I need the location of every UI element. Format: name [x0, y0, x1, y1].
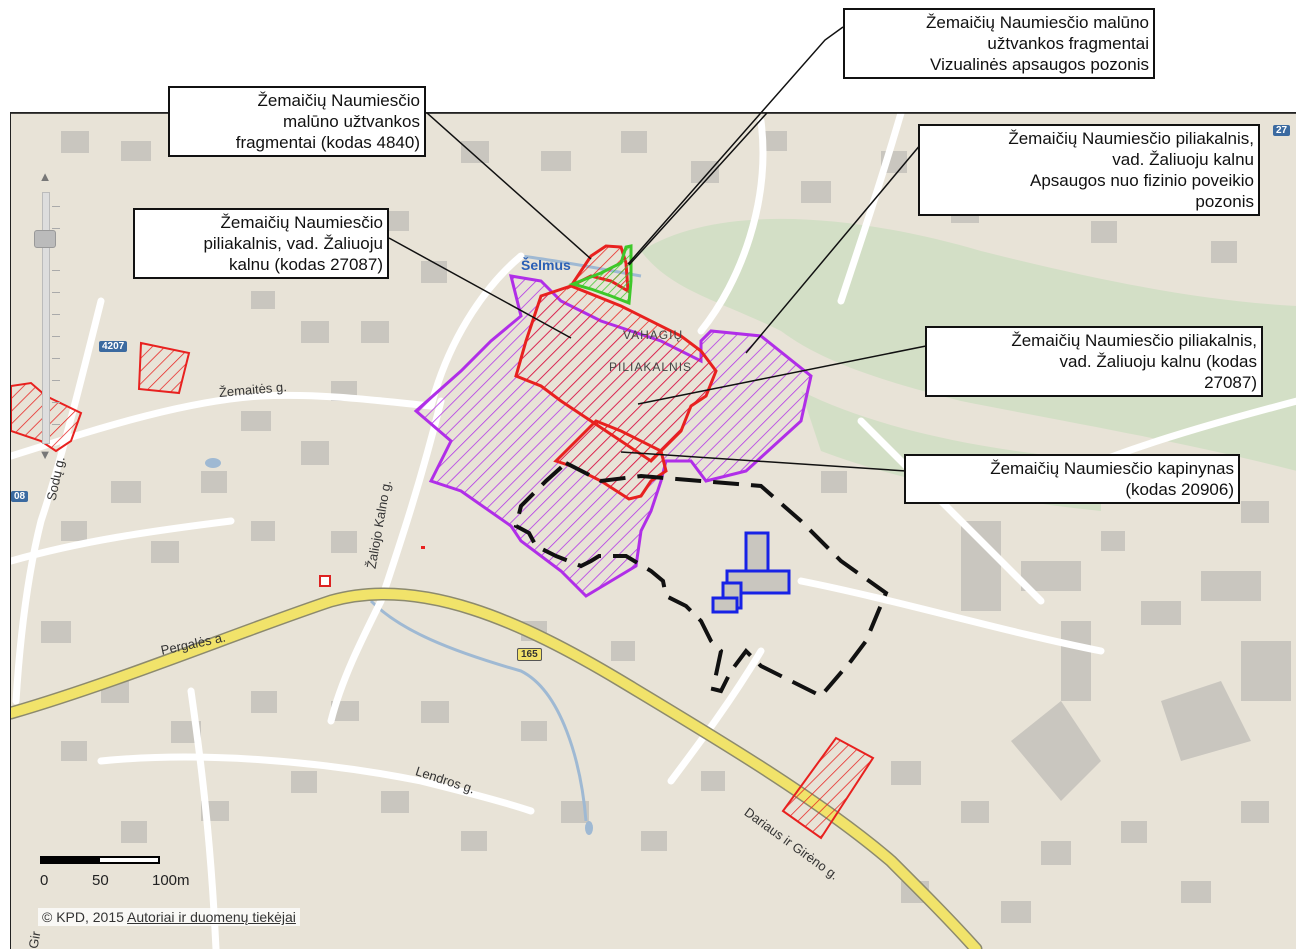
cemetery-outline — [513, 460, 889, 699]
zoom-handle[interactable] — [34, 230, 56, 248]
red-marker — [421, 546, 425, 549]
route-shield: 08 — [11, 491, 29, 502]
callout-hill-code-right: Žemaičių Naumiesčio piliakalnis, vad. Ža… — [925, 326, 1263, 397]
zoom-track[interactable] — [42, 192, 50, 444]
red-zone-west — [137, 341, 191, 395]
red-zone-southeast — [781, 736, 875, 840]
copyright-text: © KPD, 2015 — [42, 909, 124, 925]
main-road-fill — [11, 589, 981, 949]
pond — [205, 458, 221, 468]
route-shield: 165 — [517, 648, 542, 661]
copyright: © KPD, 2015 Autoriai ir duomenų tiekėjai — [38, 908, 300, 926]
callout-mill-visual-zone: Žemaičių Naumiesčio malūno užtvankos fra… — [843, 8, 1155, 79]
poi-marker[interactable] — [319, 575, 331, 587]
pond — [585, 821, 593, 835]
street-label: Gir — [25, 930, 44, 949]
cemetery-zone-red — [553, 419, 668, 501]
callout-cemetery: Žemaičių Naumiesčio kapinynas (kodas 209… — [904, 454, 1240, 504]
river-label: Šelmus — [521, 257, 571, 273]
place-label: PILIAKALNIS — [609, 360, 693, 374]
zoom-in-button[interactable]: ▲ — [38, 169, 52, 184]
zoom-out-button[interactable]: ▼ — [38, 447, 52, 462]
scale-label: 50 — [92, 872, 109, 889]
zoom-control[interactable]: ▲ ▼ — [34, 166, 60, 466]
blue-buildings — [711, 531, 791, 614]
hillfort-zone-red — [514, 284, 718, 463]
scale-segment — [98, 856, 160, 864]
route-shield: 4207 — [99, 341, 128, 352]
callout-hill-protection: Žemaičių Naumiesčio piliakalnis, vad. Ža… — [918, 124, 1260, 216]
scale-segment — [40, 856, 100, 864]
callout-mill-code: Žemaičių Naumiesčio malūno užtvankos fra… — [168, 86, 426, 157]
place-label: VAHAGIŲ — [623, 328, 684, 342]
scale-bar: 0 50 100m — [40, 856, 190, 892]
callout-hill-code-left: Žemaičių Naumiesčio piliakalnis, vad. Ža… — [133, 208, 389, 279]
scale-label: 100m — [152, 872, 190, 889]
attribution-link[interactable]: Autoriai ir duomenų tiekėjai — [127, 909, 296, 925]
scale-label: 0 — [40, 872, 49, 889]
route-shield: 27 — [1273, 125, 1291, 136]
